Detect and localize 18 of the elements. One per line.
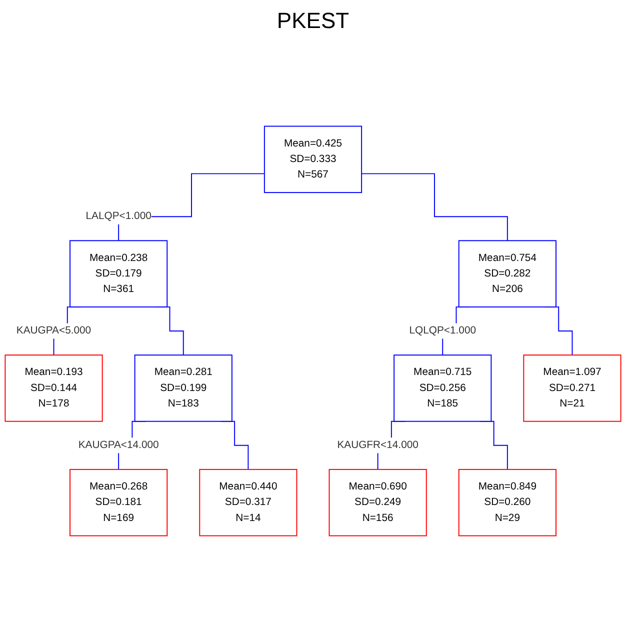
node-box: Mean=0.425 SD=0.333 N=567 [264, 126, 362, 194]
node-box: Mean=0.268 SD=0.181 N=169 [70, 468, 168, 536]
edge-label: LQLQP<1.000 [409, 325, 476, 336]
edge-label: LALQP<1.000 [86, 210, 152, 222]
node-box: Mean=0.281 SD=0.199 N=183 [134, 354, 232, 422]
node-box: Mean=0.193 SD=0.144 N=178 [4, 354, 103, 422]
edge-label: KAUGFR<14.000 [337, 440, 418, 451]
node-box: Mean=0.754 SD=0.282 N=206 [458, 240, 556, 308]
node-box: Mean=0.440 SD=0.317 N=14 [199, 468, 298, 536]
node-box: Mean=1.097 SD=0.271 N=21 [523, 354, 622, 422]
edge-label: KAUGPA<14.000 [78, 440, 159, 451]
node-box: Mean=0.715 SD=0.256 N=185 [394, 354, 492, 422]
node-box: Mean=0.849 SD=0.260 N=29 [458, 468, 556, 536]
node-box: Mean=0.238 SD=0.179 N=361 [70, 240, 168, 308]
edge-label: KAUGPA<5.000 [16, 325, 92, 336]
diagram-title: PKEST [276, 8, 350, 34]
node-box: Mean=0.690 SD=0.249 N=156 [328, 468, 427, 536]
connector [361, 173, 508, 242]
